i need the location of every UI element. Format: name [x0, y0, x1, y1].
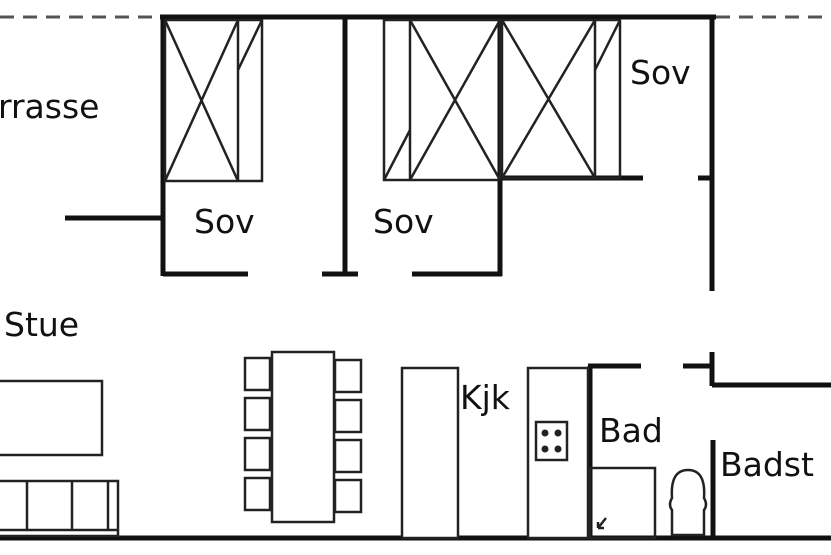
wardrobe [163, 18, 264, 183]
sofa [0, 479, 120, 538]
room-label-stue: Stue [4, 305, 79, 344]
toilet-icon [668, 468, 708, 537]
room-label-sov-2: Sov [373, 202, 434, 241]
kitchen-counter [526, 366, 590, 540]
room-label-sov-1: Sov [194, 202, 255, 241]
shower [588, 466, 657, 540]
room-label-kjk: Kjk [460, 378, 511, 417]
room-label-terrasse: rrasse [0, 87, 99, 126]
stove-icon [534, 420, 569, 462]
kitchen-island [400, 366, 460, 540]
room-label-sov-3: Sov [630, 53, 691, 92]
wardrobe [500, 18, 622, 180]
room-label-badst: Badst [720, 445, 814, 484]
room-label-bad: Bad [599, 411, 663, 450]
dining-set [243, 350, 363, 524]
wardrobe [382, 18, 502, 182]
coffee-table [0, 379, 104, 457]
